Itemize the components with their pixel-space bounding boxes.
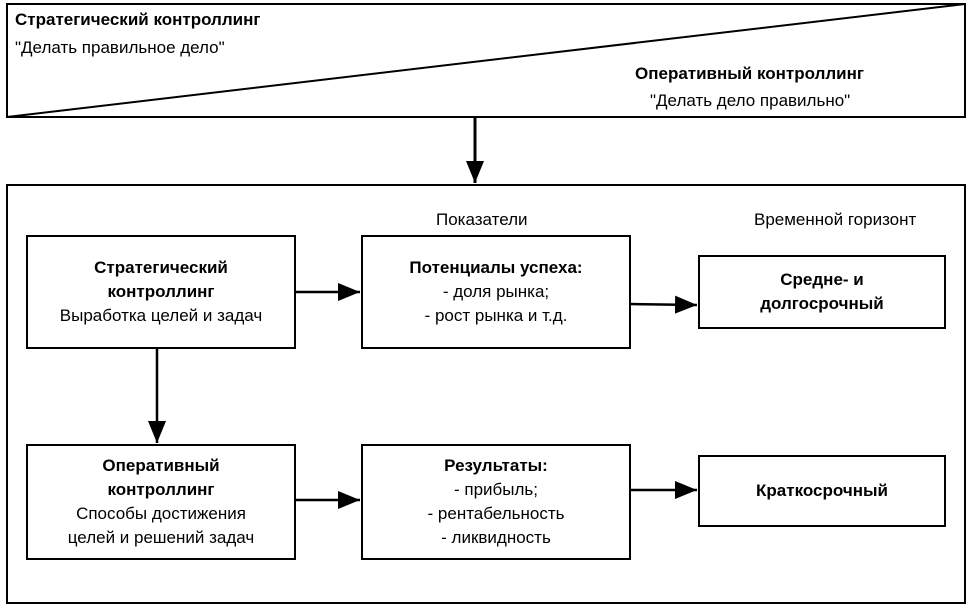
short-term-box: Краткосрочный <box>699 456 945 526</box>
banner-frame <box>6 3 966 118</box>
banner-operative-title: Оперативный контроллинг <box>635 64 864 83</box>
column-header-indicators: Показатели <box>436 210 528 229</box>
long-term-box: Средне- и долгосрочный <box>699 256 945 328</box>
strategic-controlling-box: Стратегический контроллинг Выработка цел… <box>27 236 295 348</box>
operative-box-line2: контроллинг <box>107 480 215 499</box>
long-term-box-line2: долгосрочный <box>760 294 884 313</box>
operative-box-line1: Оперативный <box>102 456 220 475</box>
long-term-box-frame <box>698 255 946 329</box>
success-potentials-box: Потенциалы успеха: - доля рынка; - рост … <box>362 236 630 348</box>
success-box-title: Потенциалы успеха: <box>409 258 583 277</box>
strategic-box-line3: Выработка целей и задач <box>59 306 263 325</box>
operative-controlling-box: Оперативный контроллинг Способы достижен… <box>27 445 295 559</box>
success-box-item1: - доля рынка; <box>442 282 550 301</box>
results-box-title: Результаты: <box>444 456 548 475</box>
results-box-item1: - прибыль; <box>454 480 538 499</box>
short-term-box-frame <box>698 455 946 527</box>
strategic-box-line1: Стратегический <box>94 258 228 277</box>
outer-frame <box>6 184 966 604</box>
success-box-item2: - рост рынка и т.д. <box>424 306 568 325</box>
results-box-item2: - рентабельность <box>427 504 565 523</box>
operative-box-line3: Способы достижения <box>76 504 246 523</box>
column-header-horizon: Временной горизонт <box>754 210 917 229</box>
strategic-box-line2: контроллинг <box>107 282 215 301</box>
success-box-frame <box>361 235 631 349</box>
banner-strategic-title: Стратегический контроллинг <box>15 10 261 29</box>
banner-diagonal <box>6 3 966 118</box>
short-term-box-line1: Краткосрочный <box>756 481 888 500</box>
operative-box-line4: целей и решений задач <box>67 528 255 547</box>
results-box-frame <box>361 444 631 560</box>
results-box-item3: - ликвидность <box>441 528 551 547</box>
arrow-success-to-long-term <box>629 295 698 314</box>
banner-strategic-motto: "Делать правильное дело" <box>15 38 225 57</box>
operative-box-frame <box>26 444 296 560</box>
long-term-box-line1: Средне- и <box>780 270 864 289</box>
banner-operative-motto: "Делать дело правильно" <box>650 91 851 110</box>
results-box: Результаты: - прибыль; - рентабельность … <box>362 445 630 559</box>
